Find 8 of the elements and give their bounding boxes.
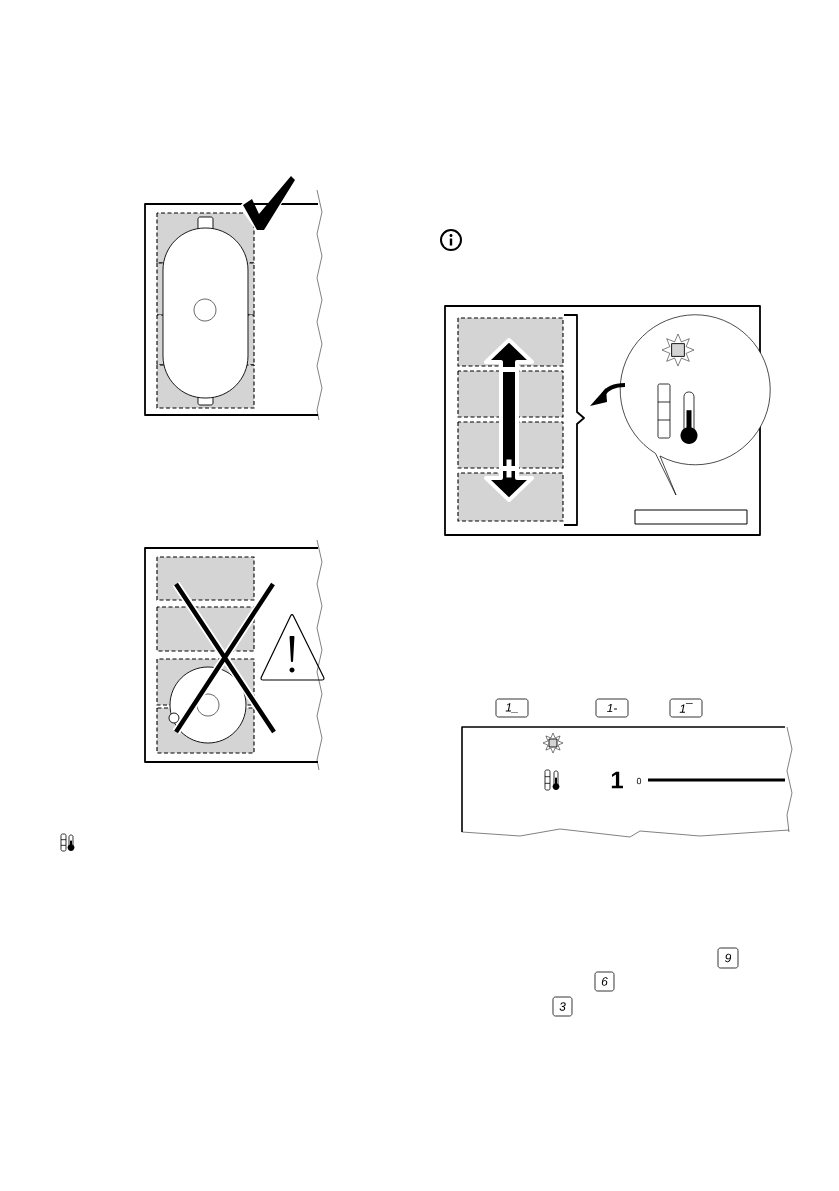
level-value: 0 <box>636 777 642 785</box>
display-key: 9 <box>717 947 739 969</box>
display-key: 3 <box>552 996 573 1017</box>
display-digit: 1 <box>611 771 623 789</box>
display-key: 6 <box>594 971 615 992</box>
display-key: 1- <box>595 698 629 718</box>
display-key: 1¯ <box>669 698 703 718</box>
display-key: 1_ <box>495 698 529 718</box>
